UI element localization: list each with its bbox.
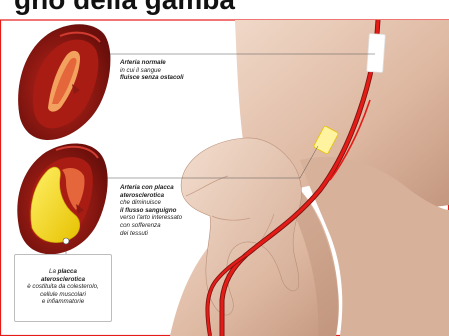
label-normal-artery: Arteria normale in cui il sangue fluisce… (120, 59, 240, 82)
plaque-callout-text: La placca aterosclerotica è costituita d… (16, 268, 110, 306)
label-normal-line1: in cui il sangue (120, 67, 240, 75)
plaque-callout-line4: cellule muscolari (16, 291, 110, 299)
plaque-callout-term: placca (58, 268, 77, 275)
plaque-callout-line1: La placca (16, 268, 110, 276)
plaque-callout-prefix: La (49, 268, 56, 275)
label-plaque-title-1: Arteria con placca (120, 184, 240, 192)
plaque-artery-section-icon (17, 143, 107, 254)
label-plaque-line5: verso l'arto interessato (120, 214, 240, 222)
artery-cross-section-icon (18, 24, 110, 140)
normal-zone-marker (367, 33, 386, 72)
label-plaque-line6: con sofferenza (120, 222, 240, 230)
plaque-callout-line3: è costituita da colesterolo, (16, 283, 110, 291)
plaque-marker-dot (63, 238, 69, 244)
label-plaque-line7: dei tessuti (120, 230, 240, 238)
label-plaque-title-2: aterosclerotica (120, 192, 240, 200)
label-plaque-line3: che diminuisce (120, 199, 240, 207)
plaque-callout-term2: aterosclerotica (16, 276, 110, 284)
header-title: gno della gamba (14, 0, 235, 14)
plaque-callout-line5: e infiammatorie (16, 298, 110, 306)
label-plaque-artery: Arteria con placca aterosclerotica che d… (120, 184, 240, 237)
label-plaque-line4: il flusso sanguigno (120, 207, 240, 215)
label-normal-line2: fluisce senza ostacoli (120, 74, 240, 82)
label-normal-title: Arteria normale (120, 59, 240, 67)
